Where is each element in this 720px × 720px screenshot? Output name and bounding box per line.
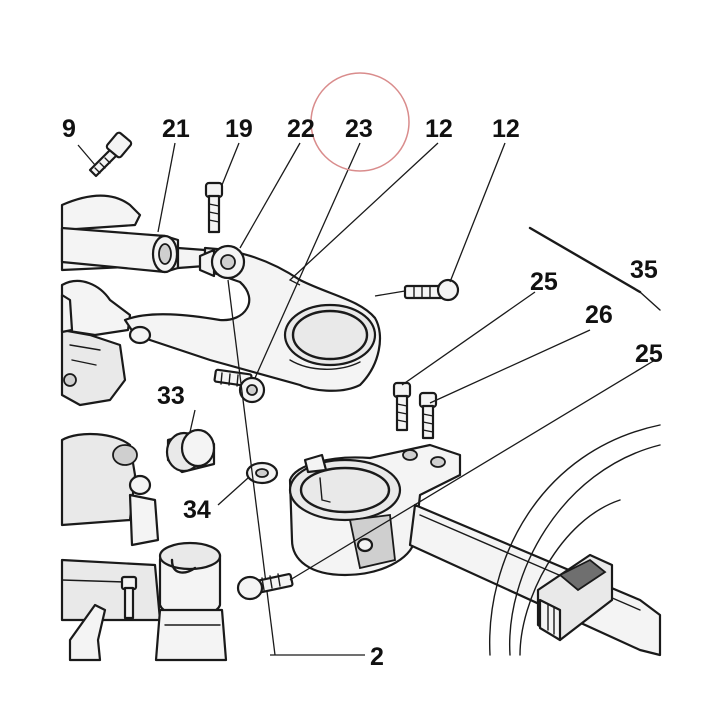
callout-labels: 9 21 19 22 23 12 12 35 25 26 25 33 34 2 bbox=[62, 115, 663, 671]
callout-35: 35 bbox=[630, 256, 658, 284]
callout-22: 22 bbox=[287, 115, 315, 143]
callout-12b: 12 bbox=[492, 115, 520, 143]
steering-damper-bracket bbox=[123, 246, 382, 392]
callout-9: 9 bbox=[62, 115, 76, 143]
shaft-35-line bbox=[528, 226, 661, 311]
bolt-25-icon bbox=[392, 381, 412, 432]
left-clip-on-tube bbox=[60, 226, 207, 274]
washer-34-icon bbox=[245, 461, 279, 485]
callout-33: 33 bbox=[157, 382, 185, 410]
bolt-12-left-icon bbox=[213, 368, 266, 404]
callout-25a: 25 bbox=[530, 268, 558, 296]
callout-23: 23 bbox=[345, 115, 373, 143]
right-handlebar-tube bbox=[408, 503, 662, 657]
rod-end-22-icon bbox=[198, 244, 246, 280]
cap-33-icon bbox=[165, 428, 216, 474]
callout-26: 26 bbox=[585, 301, 613, 329]
callout-12a: 12 bbox=[425, 115, 453, 143]
bolt-12-right-icon bbox=[403, 278, 460, 302]
callout-34: 34 bbox=[183, 496, 211, 524]
right-clip-on-clamp bbox=[288, 443, 462, 577]
callout-2: 2 bbox=[370, 643, 384, 671]
bolt-26-icon bbox=[418, 391, 438, 440]
fork-top-nut bbox=[154, 541, 228, 662]
small-bolt-icon bbox=[120, 575, 138, 620]
bolt-25-lower-icon bbox=[236, 573, 294, 601]
callout-19: 19 bbox=[225, 115, 253, 143]
callout-25b: 25 bbox=[635, 340, 663, 368]
bolt-9-icon bbox=[88, 131, 133, 178]
highlight-circle bbox=[310, 72, 410, 172]
leader-lines bbox=[77, 142, 656, 656]
switch-housing bbox=[536, 553, 614, 642]
assembly-axis-line bbox=[227, 279, 276, 656]
bolt-19-icon bbox=[204, 181, 224, 234]
background-arc bbox=[489, 424, 661, 656]
callout-21: 21 bbox=[162, 115, 190, 143]
